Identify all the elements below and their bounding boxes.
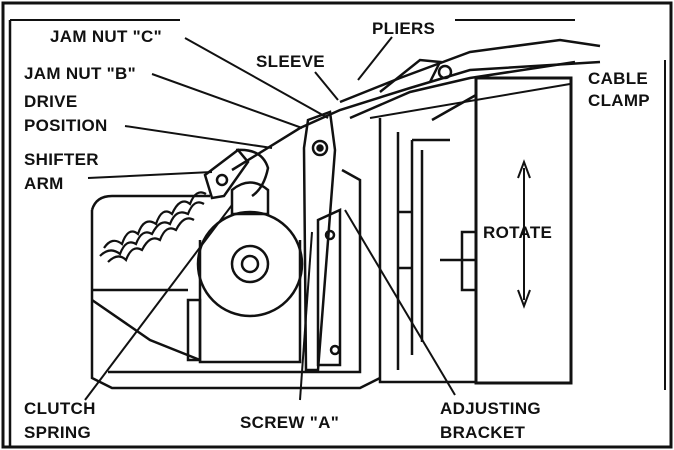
rotate-plate xyxy=(474,76,573,385)
label-adjusting-bracket-line2: BRACKET xyxy=(440,423,526,442)
label-sleeve: SLEEVE xyxy=(256,52,325,71)
label-drive-position-line2: POSITION xyxy=(24,116,108,135)
label-jam-nut-c: JAM NUT "C" xyxy=(50,27,162,46)
label-pliers: PLIERS xyxy=(372,19,435,38)
label-shifter-arm-line2: ARM xyxy=(24,174,64,193)
adjusting-bracket-part xyxy=(302,110,337,372)
label-screw-a: SCREW "A" xyxy=(240,413,339,432)
label-cable-clamp-line2: CLAMP xyxy=(588,91,650,110)
gear-box xyxy=(90,168,381,390)
cable xyxy=(231,60,601,172)
leader-lines xyxy=(84,36,571,401)
shifter-arm-part xyxy=(203,148,270,200)
label-rotate: ROTATE xyxy=(483,223,552,242)
label-jam-nut-b: JAM NUT "B" xyxy=(24,64,136,83)
pliers-tool xyxy=(339,38,601,120)
label-cable-clamp-line1: CABLE xyxy=(588,69,648,88)
label-clutch-spring-line2: SPRING xyxy=(24,423,91,442)
clutch-spring-part xyxy=(99,191,207,263)
label-clutch-spring-line1: CLUTCH xyxy=(24,399,96,418)
label-adjusting-bracket-line1: ADJUSTING xyxy=(440,399,541,418)
label-shifter-arm-line1: SHIFTER xyxy=(24,150,99,169)
mower-housing xyxy=(378,93,478,384)
label-drive-position-line1: DRIVE xyxy=(24,92,77,111)
